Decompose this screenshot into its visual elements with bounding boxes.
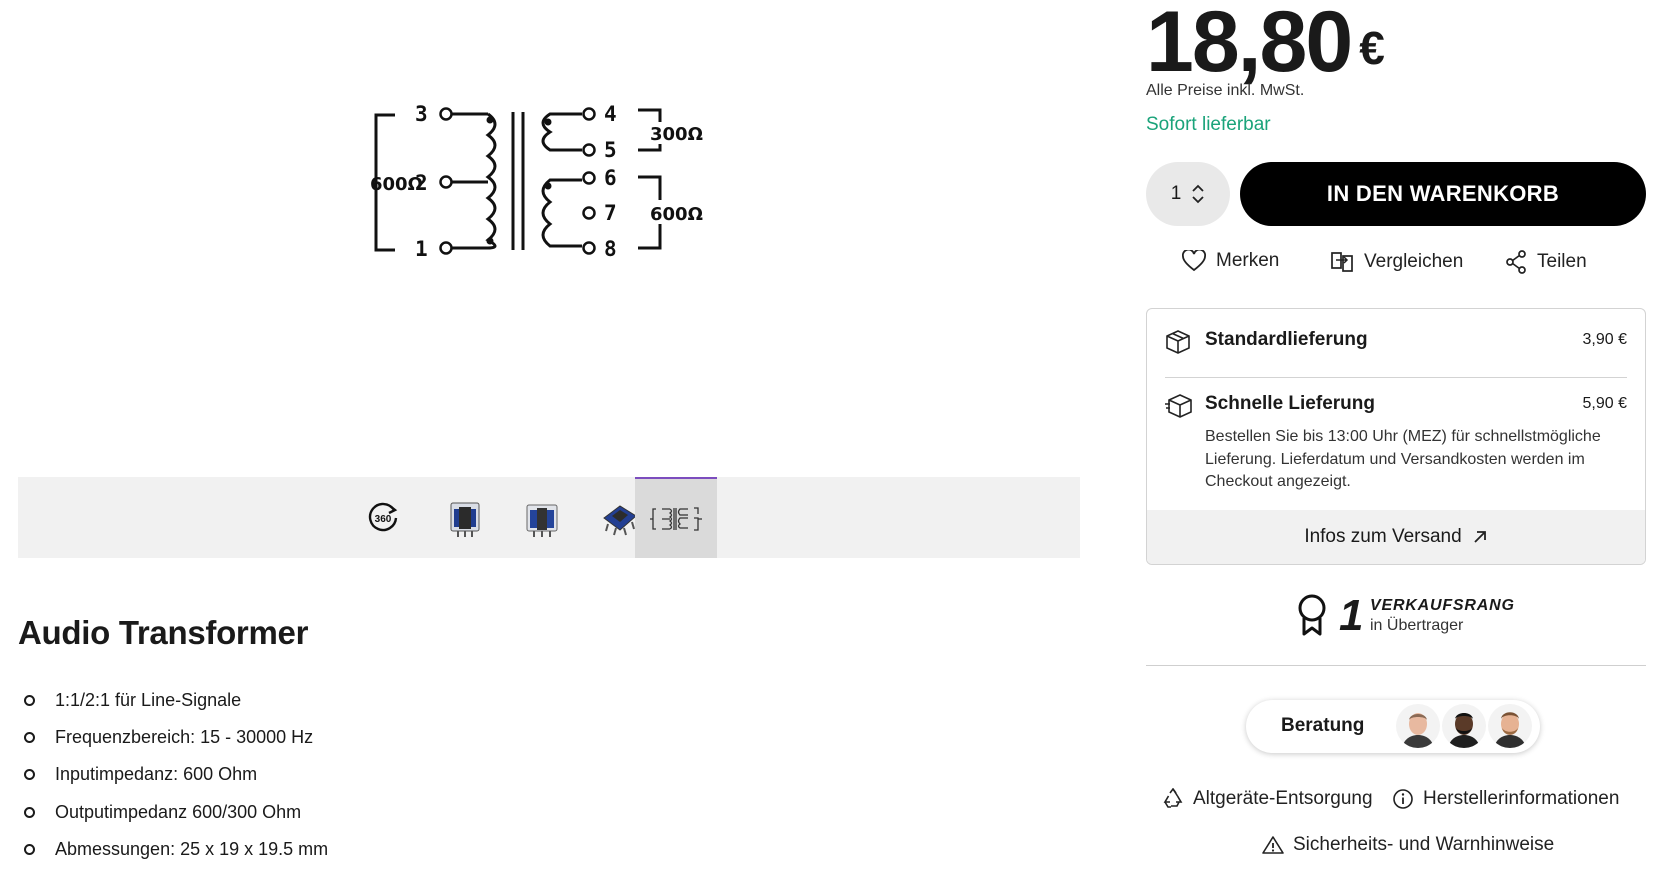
sales-rank-label: VERKAUFSRANG [1370,597,1515,614]
quantity-value: 1 [1170,183,1182,204]
advice-button[interactable]: Beratung [1246,700,1540,753]
feature-item: Inputimpedanz: 600 Ohm [24,760,328,797]
share-icon [1506,250,1526,274]
chevron-up-down-icon [1192,184,1204,204]
feature-item: Abmessungen: 25 x 19 x 19.5 mm [24,835,328,871]
thumb-schematic[interactable] [635,477,717,558]
avatar [1396,704,1440,748]
box-icon [1166,330,1190,354]
vat-note: Alle Preise inkl. MwSt. [1146,82,1305,99]
compare-label: Vergleichen [1364,251,1464,272]
thumb-front[interactable] [424,477,506,558]
shipping-divider [1165,377,1627,378]
compare-button[interactable]: Vergleichen [1330,250,1463,274]
schematic-thumbnail-image [650,506,702,531]
pin-7-label: 7 [604,201,617,225]
manufacturer-info-link[interactable]: Herstellerinformationen [1392,788,1619,810]
sales-rank-number: 1 [1339,591,1364,640]
thumb-360-view[interactable]: 360 [342,477,424,558]
feature-item: Frequenzbereich: 15 - 30000 Hz [24,723,328,760]
product-title: Audio Transformer [18,614,309,651]
transformer-top-image [603,504,637,535]
shipping-express: Schnelle Lieferung 5,90 € Bestellen Sie … [1165,393,1627,493]
product-actions: Merken Vergleichen Teilen [1146,250,1646,284]
product-price: 18,80€ [1146,0,1385,90]
sales-rank-category: in Übertrager [1370,617,1464,634]
arrow-up-right-icon [1474,531,1486,543]
warning-icon [1262,836,1284,854]
award-ribbon-icon [1298,594,1326,636]
recycle-icon [1163,788,1183,808]
shipping-express-price: 5,90 € [1582,395,1627,412]
transformer-schematic: 3 2 1 4 5 6 7 8 600Ω 300Ω 600Ω [370,102,703,261]
price-value: 18,80 [1146,0,1353,90]
pin-8-label: 8 [604,237,617,261]
pin-6-label: 6 [604,166,617,190]
share-label: Teilen [1537,251,1587,272]
add-to-cart-button[interactable]: IN DEN WARENKORB [1240,162,1646,226]
manufacturer-info-label: Herstellerinformationen [1423,788,1620,809]
shipping-express-name: Schnelle Lieferung [1205,393,1375,414]
quantity-stepper[interactable]: 1 [1146,162,1230,226]
transformer-angled-image [526,504,558,537]
wishlist-label: Merken [1216,250,1280,271]
info-links: Altgeräte-Entsorgung Herstellerinformati… [1146,788,1646,855]
pin-2-label: 2 [415,171,428,195]
avatar [1442,704,1486,748]
disposal-label: Altgeräte-Entsorgung [1193,788,1373,809]
shipping-info-label: Infos zum Versand [1304,526,1462,547]
transformer-front-image [450,502,480,537]
thumb-360-label: 360 [375,514,392,525]
info-icon [1393,789,1413,809]
shipping-options: Standardlieferung 3,90 € Schnelle Liefer… [1146,308,1646,565]
section-divider [1146,665,1646,666]
thumbnail-strip: 360 [18,477,1080,558]
advice-label: Beratung [1281,715,1365,736]
safety-info-label: Sicherheits- und Warnhinweise [1293,834,1555,855]
avatar [1488,704,1532,748]
fast-box-icon [1165,394,1192,418]
safety-info-link[interactable]: Sicherheits- und Warnhinweise [1262,834,1554,856]
shipping-standard: Standardlieferung 3,90 € [1165,329,1627,359]
shipping-standard-name: Standardlieferung [1205,329,1368,350]
rotate-360-icon: 360 [368,502,398,531]
secondary-impedance-top-label: 300Ω [650,124,703,145]
availability-status: Sofort lieferbar [1146,114,1271,135]
share-button[interactable]: Teilen [1505,250,1587,274]
feature-item: Outputimpedanz 600/300 Ohm [24,798,328,835]
secondary-impedance-bottom-label: 600Ω [650,204,703,225]
pin-1-label: 1 [415,237,428,261]
primary-impedance-label: 600Ω [370,174,423,195]
shipping-info-link[interactable]: Infos zum Versand [1147,510,1645,564]
pin-3-label: 3 [415,102,428,126]
shipping-standard-price: 3,90 € [1582,331,1627,348]
compare-icon [1331,252,1353,272]
thumb-angled[interactable] [501,477,583,558]
product-main-image[interactable]: 3 2 1 4 5 6 7 8 600Ω 300Ω 600Ω [360,100,740,285]
disposal-link[interactable]: Altgeräte-Entsorgung [1162,788,1373,810]
shipping-express-description: Bestellen Sie bis 13:00 Uhr (MEZ) für sc… [1205,428,1601,490]
wishlist-button[interactable]: Merken [1182,250,1279,272]
thumb-top[interactable] [578,477,660,558]
feature-list: 1:1/2:1 für Line-Signale Frequenzbereich… [24,686,328,871]
pin-5-label: 5 [604,138,617,162]
feature-item: 1:1/2:1 für Line-Signale [24,686,328,723]
heart-icon [1182,250,1206,272]
price-currency: € [1359,22,1385,74]
pin-4-label: 4 [604,102,617,126]
